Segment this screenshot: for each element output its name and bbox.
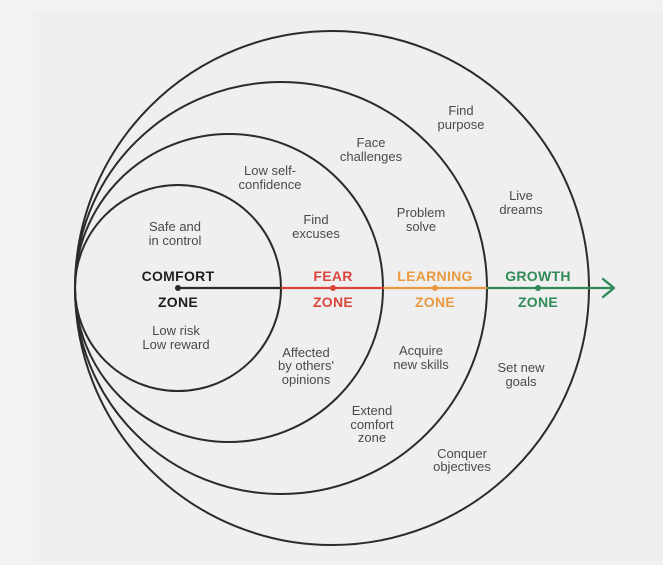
note-line: zone: [358, 430, 386, 445]
note-line: goals: [505, 374, 537, 389]
zone-subtitle-fear: ZONE: [313, 294, 353, 310]
zone-title-growth: GROWTH: [505, 268, 571, 284]
axis-dot-fear: [330, 285, 336, 291]
note-comfort-safe: Safe and in control: [149, 219, 202, 248]
note-line: opinions: [282, 372, 331, 387]
axis-dot-comfort: [175, 285, 181, 291]
note-fear-excuses: Find excuses: [292, 212, 340, 241]
note-growth-purpose: Find purpose: [438, 103, 485, 132]
note-fear-opinions: Affected by others' opinions: [278, 345, 334, 387]
axis-dot-growth: [535, 285, 541, 291]
note-line: new skills: [393, 357, 449, 372]
note-line: Low self-: [244, 163, 296, 178]
note-growth-dreams: Live dreams: [499, 188, 543, 217]
zone-title-comfort: COMFORT: [142, 268, 215, 284]
note-line: comfort: [350, 417, 394, 432]
note-line: Find: [448, 103, 473, 118]
note-learning-challenges: Face challenges: [340, 135, 403, 164]
note-line: Affected: [282, 345, 329, 360]
progress-axis: [175, 277, 616, 299]
axis-dot-learning: [432, 285, 438, 291]
note-line: solve: [406, 219, 436, 234]
note-line: Safe and: [149, 219, 201, 234]
zone-title-fear: FEAR: [313, 268, 352, 284]
zone-subtitle-learning: ZONE: [415, 294, 455, 310]
note-line: Acquire: [399, 343, 443, 358]
zone-titles: COMFORT ZONE FEAR ZONE LEARNING ZONE GRO…: [142, 268, 571, 310]
note-line: Extend: [352, 403, 392, 418]
note-line: Live: [509, 188, 533, 203]
note-line: in control: [149, 233, 202, 248]
note-line: Face: [357, 135, 386, 150]
arrowhead-icon: [601, 277, 616, 299]
note-line: excuses: [292, 226, 340, 241]
note-line: by others': [278, 358, 334, 373]
note-line: challenges: [340, 149, 403, 164]
note-comfort-risk: Low risk Low reward: [142, 323, 209, 352]
note-line: Conquer: [437, 446, 488, 461]
note-line: Set new: [498, 360, 546, 375]
note-line: Low risk: [152, 323, 200, 338]
note-growth-objectives: Conquer objectives: [433, 446, 491, 474]
note-line: Problem: [397, 205, 445, 220]
zone-subtitle-growth: ZONE: [518, 294, 558, 310]
note-line: Find: [303, 212, 328, 227]
note-growth-goals: Set new goals: [498, 360, 546, 389]
note-line: objectives: [433, 459, 491, 474]
zone-subtitle-comfort: ZONE: [158, 294, 198, 310]
note-line: purpose: [438, 117, 485, 132]
zone-title-learning: LEARNING: [397, 268, 473, 284]
note-learning-problem: Problem solve: [397, 205, 445, 234]
diagram-panel: [33, 10, 663, 562]
zone-notes: Safe and in control Low risk Low reward …: [142, 103, 545, 474]
note-line: Low reward: [142, 337, 209, 352]
note-fear-confidence: Low self- confidence: [239, 163, 302, 192]
note-line: dreams: [499, 202, 543, 217]
note-line: confidence: [239, 177, 302, 192]
note-learning-extend: Extend comfort zone: [350, 403, 394, 445]
note-learning-skills: Acquire new skills: [393, 343, 449, 372]
